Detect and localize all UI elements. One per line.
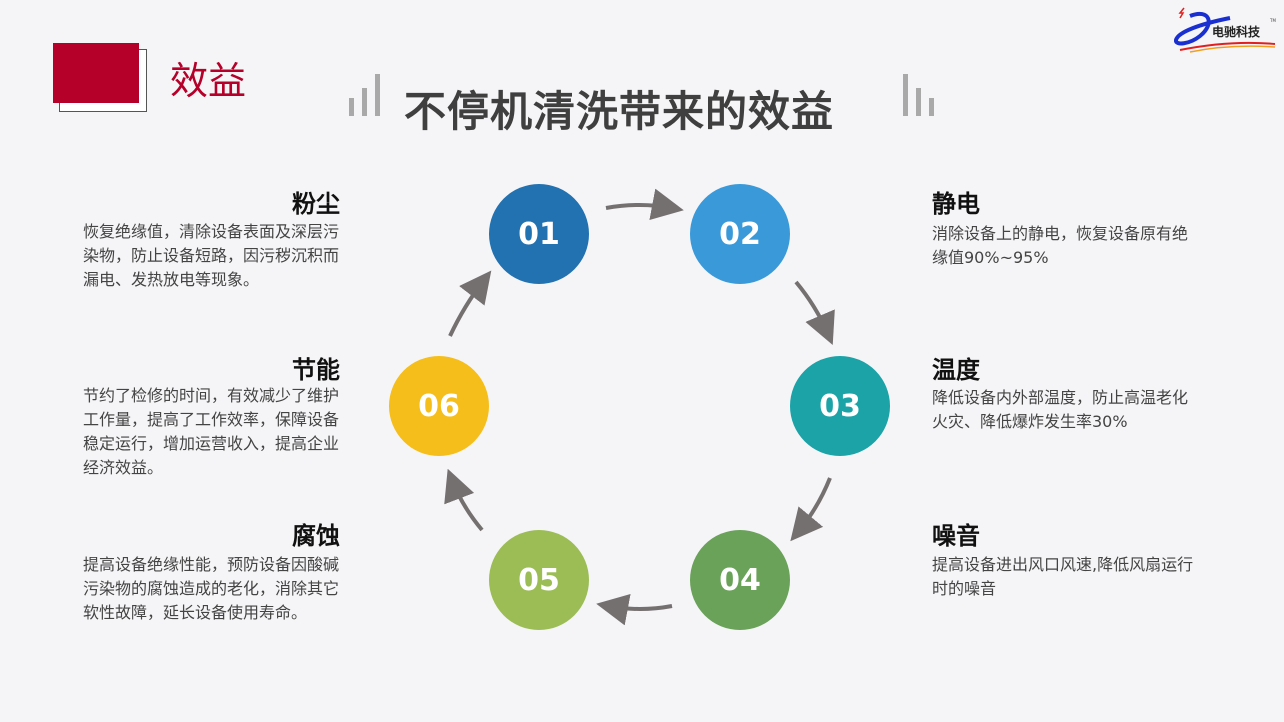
step-circle-06: 06 (389, 356, 489, 456)
svg-text:TM: TM (1269, 18, 1276, 23)
step-desc-05: 提高设备绝缘性能，预防设备因酸碱污染物的腐蚀造成的老化，消除其它软性故障，延长设… (83, 555, 340, 622)
step-title-03: 温度 (932, 356, 980, 384)
step-circle-03: 03 (790, 356, 890, 456)
step-circle-04: 04 (690, 530, 790, 630)
step-title-04: 噪音 (932, 522, 980, 550)
step-desc-02: 消除设备上的静电，恢复设备原有绝缘值90%~95% (932, 224, 1189, 267)
step-desc-04: 提高设备进出风口风速,降低风扇运行时的噪音 (932, 555, 1194, 598)
step-circle-01: 01 (489, 184, 589, 284)
arrow-06-01 (448, 270, 492, 337)
svg-text:电驰科技: 电驰科技 (1212, 24, 1261, 39)
step-desc-03: 降低设备内外部温度，防止高温老化火灾、降低爆炸发生率30% (932, 388, 1189, 431)
decor-box-red (53, 43, 139, 103)
title-bar-decor (349, 98, 354, 116)
step-title-06: 节能 (292, 356, 340, 384)
arrow-05-06 (444, 468, 484, 532)
title-bar-decor (362, 88, 367, 116)
main-title: 不停机清洗带来的效益 (404, 87, 835, 136)
step-desc-06: 节约了检修的时间，有效减少了维护工作量，提高了工作效率，保障设备稳定运行，增加运… (83, 386, 340, 477)
company-logo: 电驰科技 TM (1170, 4, 1280, 54)
title-bar-decor (375, 74, 380, 116)
title-bar-decor (929, 98, 934, 116)
step-desc-01: 恢复绝缘值，清除设备表面及深层污染物，防止设备短路，因污秽沉积而漏电、发热放电等… (83, 222, 340, 289)
step-circle-05: 05 (489, 530, 589, 630)
arrow-01-02 (605, 188, 684, 221)
step-circle-02: 02 (690, 184, 790, 284)
step-title-05: 腐蚀 (292, 522, 340, 550)
step-title-01: 粉尘 (292, 190, 340, 218)
title-bar-decor (903, 74, 908, 116)
arrow-03-04 (790, 477, 832, 542)
arrow-02-03 (794, 280, 835, 346)
step-title-02: 静电 (932, 190, 980, 218)
title-bar-decor (916, 88, 921, 116)
arrow-04-05 (596, 593, 673, 626)
section-title: 效益 (170, 59, 247, 103)
